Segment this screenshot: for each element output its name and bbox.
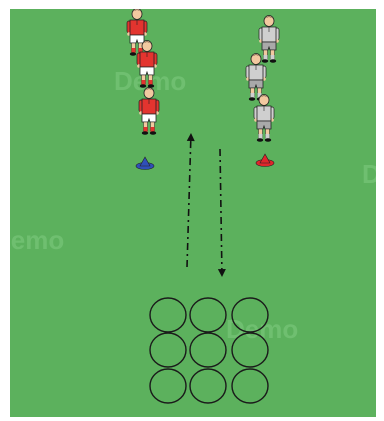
grey-player bbox=[259, 16, 279, 63]
hoop bbox=[232, 298, 268, 332]
hoop bbox=[190, 298, 226, 332]
red-player bbox=[139, 88, 159, 135]
grey-team-group bbox=[246, 16, 279, 142]
hoop bbox=[190, 333, 226, 367]
hoop bbox=[150, 369, 186, 403]
hoop bbox=[190, 369, 226, 403]
grey-player bbox=[254, 95, 274, 142]
arrow-down bbox=[218, 149, 226, 277]
cones-group bbox=[136, 154, 274, 170]
arrow-up bbox=[187, 133, 195, 267]
red-cone bbox=[256, 154, 274, 167]
blue-cone bbox=[136, 157, 154, 170]
hoop bbox=[150, 333, 186, 367]
hoops-grid bbox=[150, 298, 268, 403]
arrows-group bbox=[187, 133, 226, 277]
red-team-group bbox=[127, 9, 159, 135]
drill-diagram bbox=[10, 9, 376, 417]
hoop bbox=[232, 333, 268, 367]
pitch: Demo Demo Demo Demo bbox=[10, 9, 376, 417]
hoop bbox=[150, 298, 186, 332]
hoop bbox=[232, 369, 268, 403]
